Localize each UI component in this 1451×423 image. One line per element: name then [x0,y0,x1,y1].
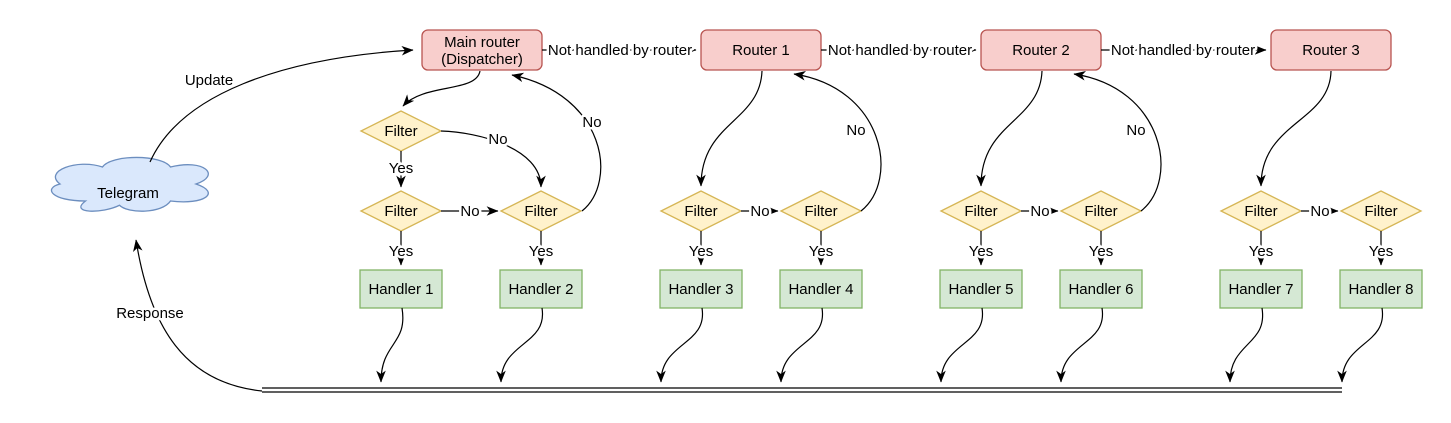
handler-7-node: Handler 7 [1219,269,1303,309]
handler-7-label: Handler 7 [1228,281,1293,298]
handler-1-label: Handler 1 [368,281,433,298]
telegram-node: Telegram [50,156,209,212]
handler-1-node: Handler 1 [359,269,443,309]
filter-diamond [1339,190,1423,232]
filter-label: Filter [524,203,557,220]
not-handled-label-2: Not handled by router [828,42,972,59]
edge-router1-to-filter [696,70,763,187]
handler-2-label: Handler 2 [508,281,573,298]
dispatcher-label-line2: (Dispatcher) [441,51,523,68]
edge-handler6-to-bus [1056,307,1104,383]
filter-label: Filter [1084,203,1117,220]
handler-4-label: Handler 4 [788,281,853,298]
filter-dispatcher-2: Filter [499,190,583,232]
filter-label: Filter [804,203,837,220]
edge-handler3-to-bus [656,307,704,383]
handler-5-box [939,269,1023,309]
handler-6-label: Handler 6 [1068,281,1133,298]
update-label: Update [185,72,233,89]
handler-2-box [499,269,583,309]
no-label: No [1030,203,1049,220]
yes-label: Yes [689,243,713,260]
handler-8-label: Handler 8 [1348,281,1413,298]
filter-router3-2: Filter [1339,190,1423,232]
dispatcher-label-line1: Main router [444,34,520,51]
yes-label: Yes [809,243,833,260]
filter-diamond [499,190,583,232]
edge-no-return-g1 [793,71,882,212]
yes-label: Yes [1089,243,1113,260]
edge-handler5-to-bus [936,307,984,383]
yes-label: Yes [389,160,413,177]
filter-router2-2: Filter [1059,190,1143,232]
filter-dispatcher-1: Filter [359,190,443,232]
edge-router2-to-filter [976,70,1043,187]
edge-no-return-g2 [1073,71,1162,212]
yes-label: Yes [1369,243,1393,260]
handler-7-box [1219,269,1303,309]
yes-label: Yes [389,243,413,260]
no-label: No [460,203,479,220]
edge-handler1-to-bus [376,307,404,383]
edge-filter-top-no [440,130,546,188]
yes-label: Yes [969,243,993,260]
not-handled-label-3: Not handled by router [1111,42,1255,59]
edge-no-return-g0 [511,72,602,212]
handler-5-node: Handler 5 [939,269,1023,309]
handler-3-label: Handler 3 [668,281,733,298]
router-3-label: Router 3 [1302,42,1360,59]
edge-handler2-to-bus [496,307,544,383]
response-bus-line [262,387,1342,393]
cloud-shape [50,156,209,212]
no-label: No [846,122,865,139]
filter-dispatcher-top: Filter [359,110,443,152]
yes-label: Yes [1249,243,1273,260]
dispatcher-node: Main router (Dispatcher) [421,29,543,71]
yes-label: Yes [529,243,553,260]
handler-4-box [779,269,863,309]
telegram-label: Telegram [97,185,159,202]
not-handled-label-1: Not handled by router [548,42,692,59]
response-label: Response [116,305,184,322]
router-1-node: Router 1 [700,29,822,71]
no-label: No [1126,122,1145,139]
filter-label: Filter [384,203,417,220]
edge-handler8-to-bus [1337,307,1384,383]
no-label: No [1310,203,1329,220]
filter-label: Filter [684,203,717,220]
edge-dispatcher-to-filter [402,70,481,107]
handler-6-box [1059,269,1143,309]
filter-label: Filter [1244,203,1277,220]
router-3-box [1270,29,1392,71]
edge-response [133,239,263,392]
router-2-node: Router 2 [980,29,1102,71]
filter-router3-1: Filter [1219,190,1303,232]
router-2-label: Router 2 [1012,42,1070,59]
filter-router2-1: Filter [939,190,1023,232]
edge-handler4-to-bus [776,307,824,383]
handler-3-box [659,269,743,309]
handler-8-node: Handler 8 [1339,269,1423,309]
router-3-node: Router 3 [1270,29,1392,71]
edge-update [149,45,414,163]
filter-router1-2: Filter [779,190,863,232]
no-label: No [582,114,601,131]
handler-5-label: Handler 5 [948,281,1013,298]
no-label: No [488,131,507,148]
handler-1-box [359,269,443,309]
filter-label: Filter [384,123,417,140]
handler-4-node: Handler 4 [779,269,863,309]
edge-router3-to-filter [1256,70,1332,187]
filter-router1-1: Filter [659,190,743,232]
handler-2-node: Handler 2 [499,269,583,309]
filter-label: Filter [1364,203,1397,220]
edge-handler7-to-bus [1225,307,1264,383]
router-1-label: Router 1 [732,42,790,59]
handler-8-box [1339,269,1423,309]
no-label: No [750,203,769,220]
handler-3-node: Handler 3 [659,269,743,309]
handler-6-node: Handler 6 [1059,269,1143,309]
filter-label: Filter [964,203,997,220]
